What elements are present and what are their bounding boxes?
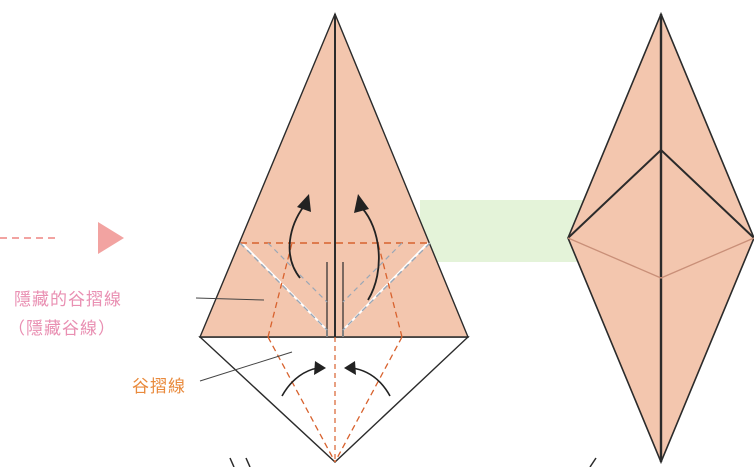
curved-arrow-icon [288, 205, 305, 279]
arrowhead-icon [354, 194, 369, 213]
bottom-mark-left [229, 457, 251, 467]
hidden-valley-line-left-2 [267, 242, 328, 303]
hidden-valley-short-label: （隱藏谷線） [8, 319, 116, 339]
hidden-valley-line-left [239, 242, 328, 331]
hidden-valley-line-right-2 [342, 242, 403, 303]
step-transition-band [420, 200, 590, 262]
arrowhead-icon [297, 194, 311, 212]
left-figure [195, 12, 470, 463]
bottom-mark-right [589, 457, 597, 467]
valley-line-side-left [267, 242, 293, 338]
curved-arrow-icon [361, 207, 380, 301]
arrowhead-icon [314, 361, 326, 375]
right-figure [567, 11, 754, 465]
white-lower-flap [198, 336, 470, 463]
hidden-valley-fold-label: 隱藏的谷摺線 [14, 290, 122, 310]
arrowhead-icon [344, 361, 356, 375]
label-leader-hidden [195, 297, 265, 301]
valley-line-lower-right [334, 336, 403, 463]
right-lower-crease [567, 237, 754, 279]
triangle-arrow-icon [98, 222, 124, 254]
valley-line-lower-left [267, 336, 336, 463]
hidden-valley-line-right [342, 242, 431, 331]
label-leader-valley [199, 351, 293, 382]
valley-fold-label: 谷摺線 [132, 377, 186, 397]
valley-line-side-right [377, 242, 403, 338]
right-upper-fold [567, 148, 754, 239]
